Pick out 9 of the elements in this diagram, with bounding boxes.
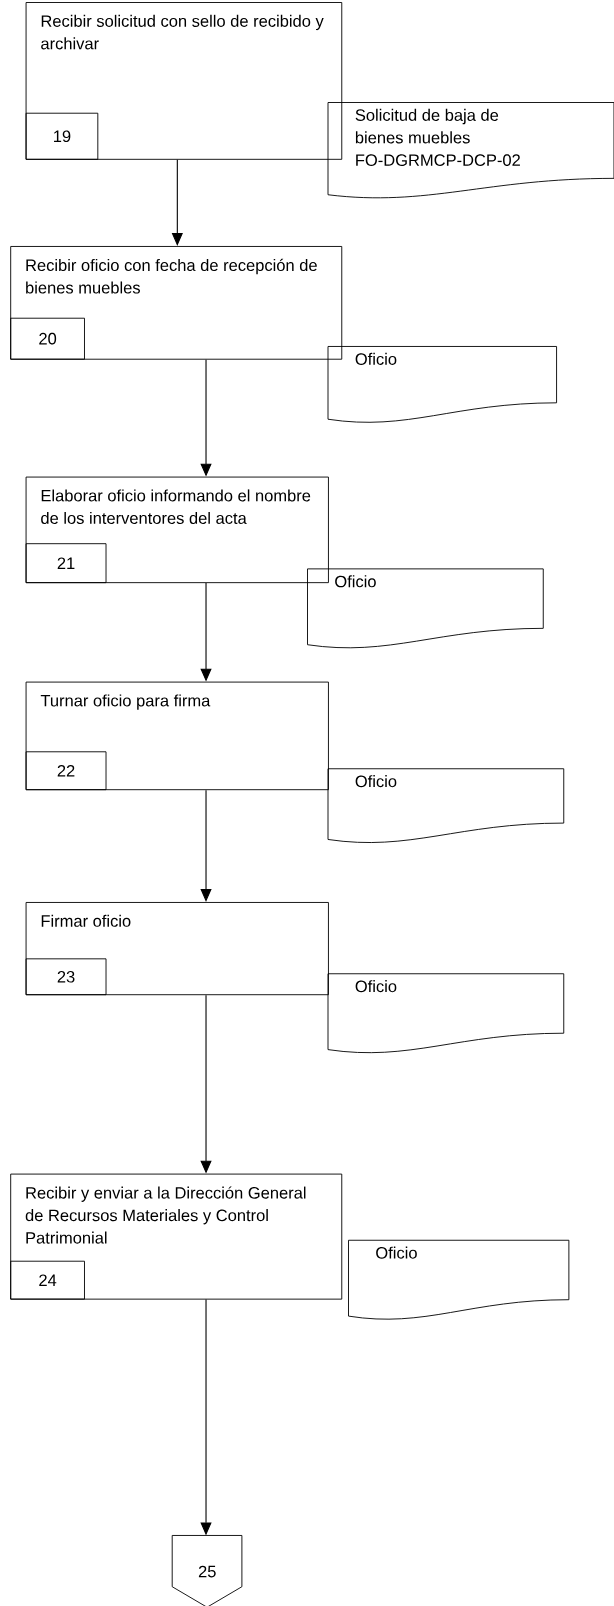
step-number-box: 21 [25,543,107,584]
arrow [200,789,212,902]
step-number-box: 22 [25,751,107,791]
step-number-box: 23 [25,958,107,996]
arrow [171,159,183,246]
step-number-box: 19 [25,112,99,160]
step-number-box: 24 [10,1260,85,1300]
off-page-connector: 25 [171,1535,243,1606]
step-number-box: 20 [10,317,85,360]
